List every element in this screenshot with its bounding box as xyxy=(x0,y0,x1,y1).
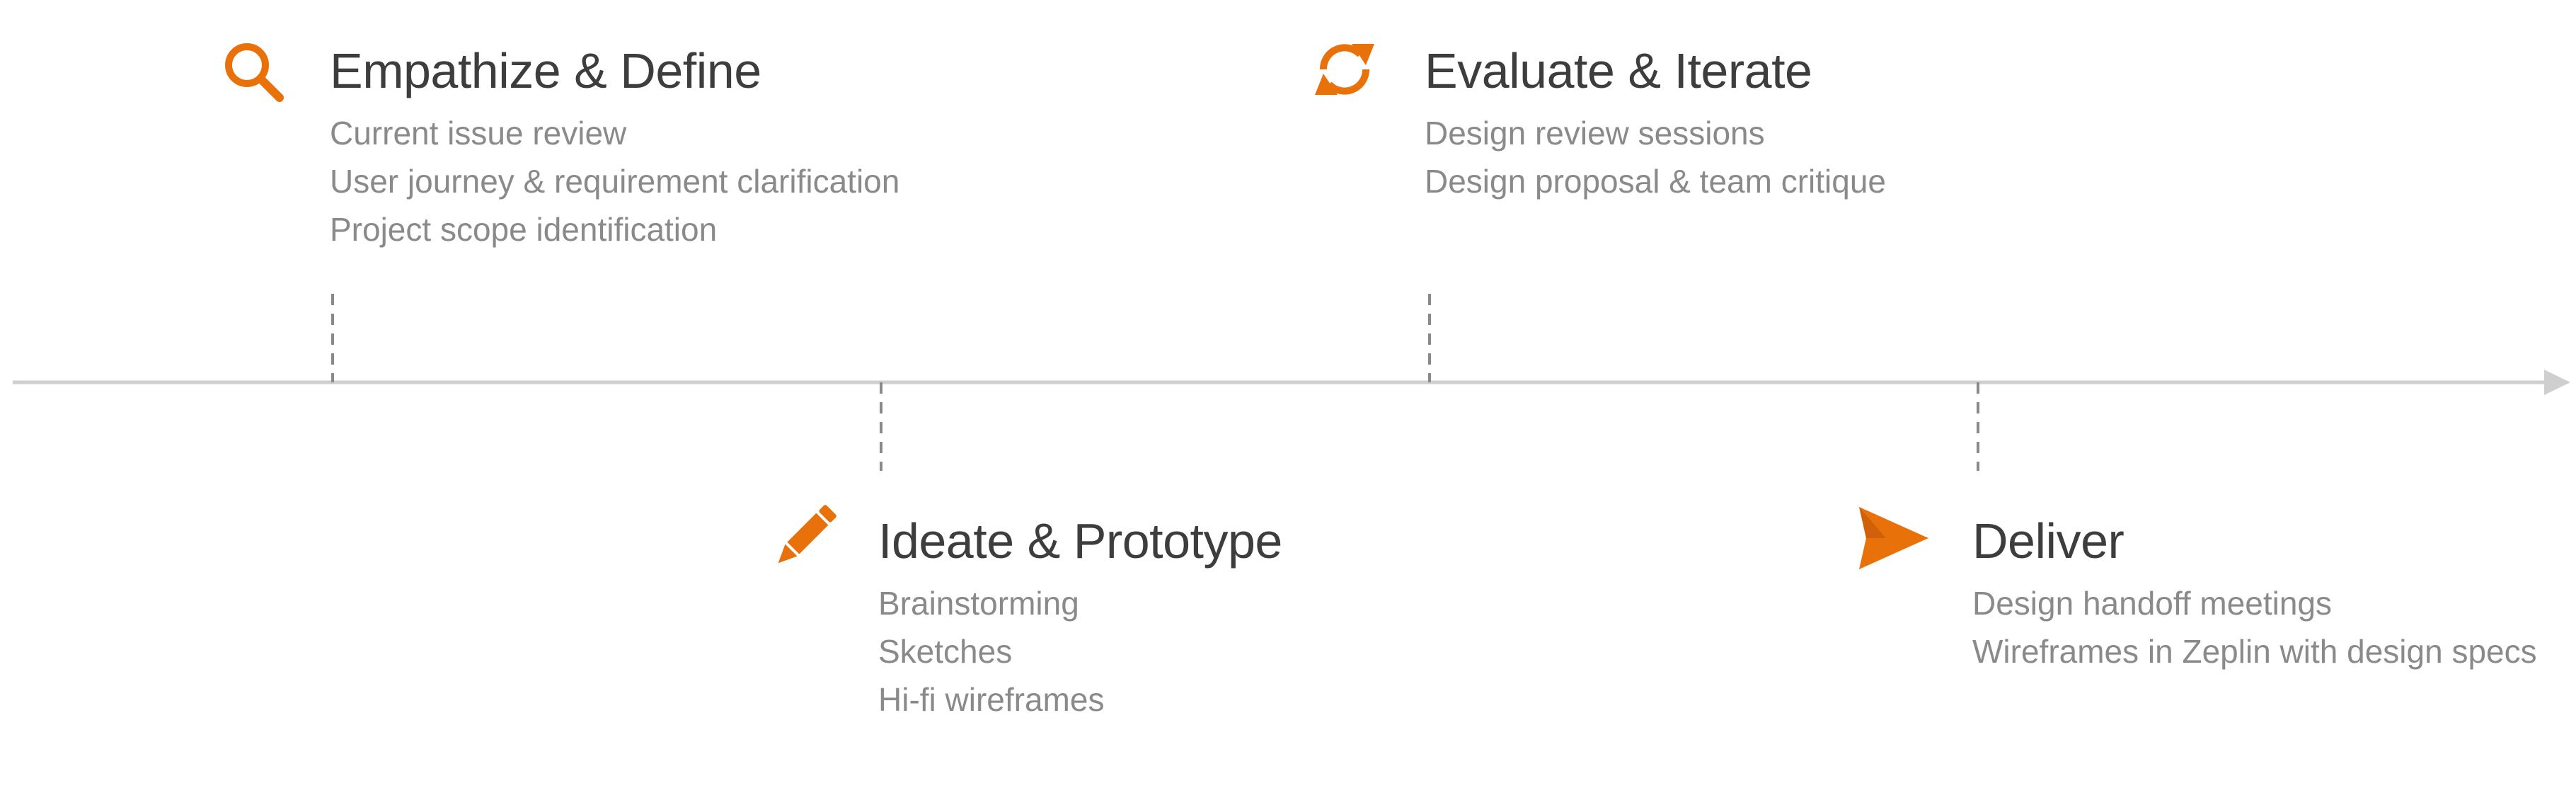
phase-item: Hi-fi wireframes xyxy=(878,681,1105,718)
search-icon xyxy=(225,43,284,102)
phase-title: Empathize & Define xyxy=(330,43,761,98)
phase-item: Design handoff meetings xyxy=(1972,585,2333,622)
refresh-icon xyxy=(1315,44,1374,95)
phase-item: Wireframes in Zeplin with design specs xyxy=(1972,633,2537,670)
send-icon xyxy=(1859,507,1928,569)
phase-item-list: Current issue review User journey & requ… xyxy=(330,109,899,253)
phase-item: Current issue review xyxy=(330,115,627,152)
phase-item: User journey & requirement clarification xyxy=(330,163,900,200)
phase-item: Brainstorming xyxy=(878,585,1079,622)
phase-item-list: Brainstorming Sketches Hi-fi wireframes xyxy=(878,579,1104,724)
pencil-icon xyxy=(778,505,836,564)
phase-title: Ideate & Prototype xyxy=(878,513,1282,569)
phase-title: Deliver xyxy=(1972,513,2124,569)
phase-item: Sketches xyxy=(878,633,1013,670)
timeline-arrowhead xyxy=(2544,370,2570,395)
phase-item-list: Design handoff meetings Wireframes in Ze… xyxy=(1972,579,2537,675)
phase-item: Design review sessions xyxy=(1425,115,1765,152)
phase-item: Design proposal & team critique xyxy=(1425,163,1886,200)
phase-title: Evaluate & Iterate xyxy=(1425,43,1812,98)
phase-item: Project scope identification xyxy=(330,211,718,248)
phase-item-list: Design review sessions Design proposal &… xyxy=(1425,109,1886,205)
